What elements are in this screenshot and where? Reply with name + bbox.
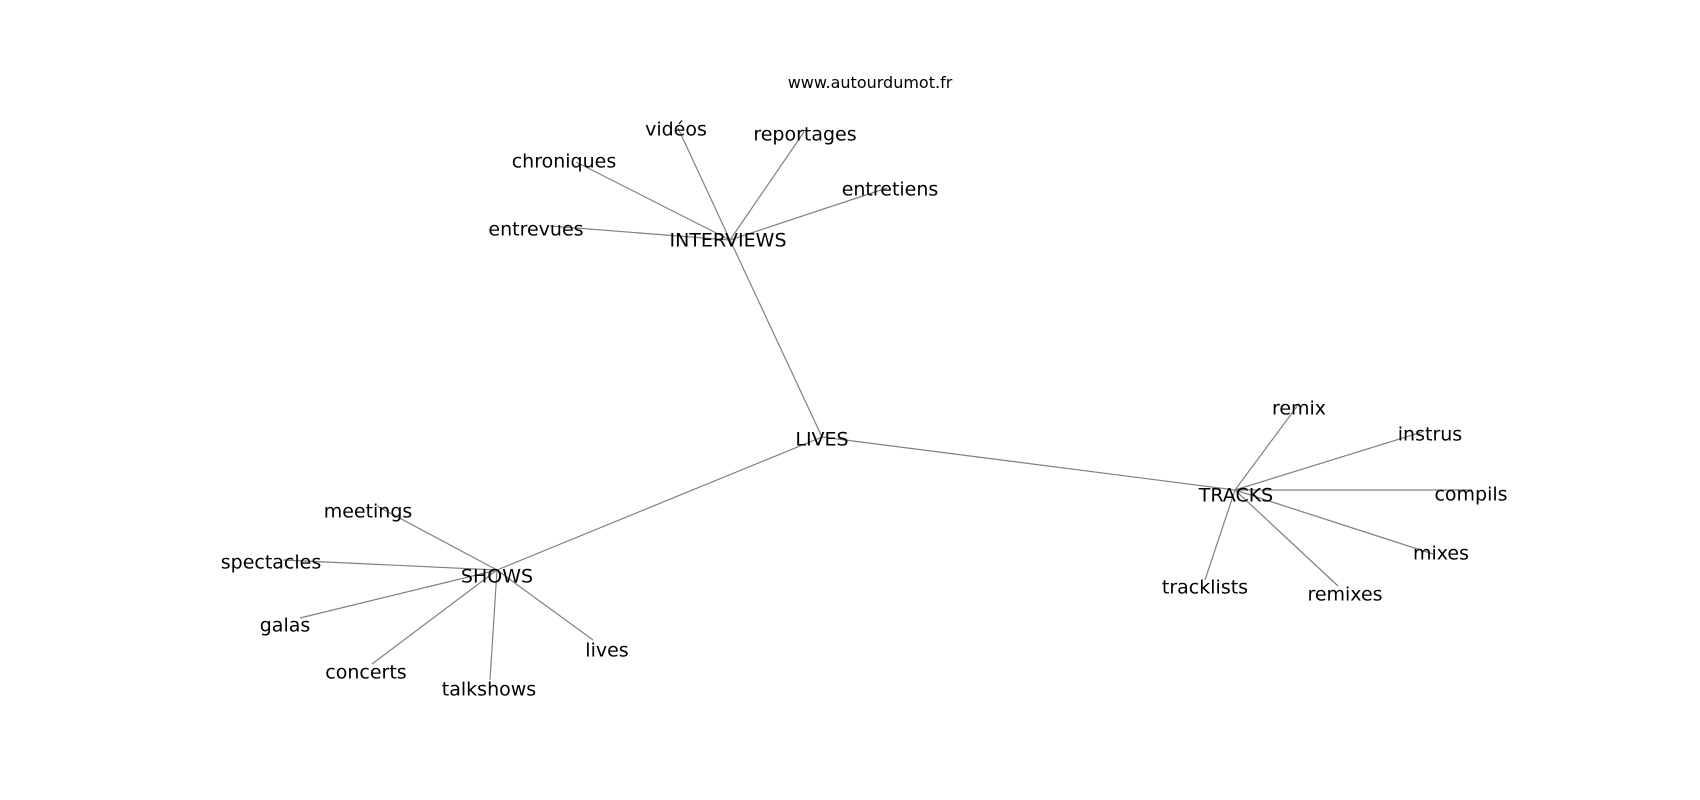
edge-shows-5 <box>496 569 594 641</box>
center-node-label: LIVES <box>795 429 848 451</box>
edge-shows-3 <box>371 569 498 665</box>
edge-center-shows <box>496 436 823 571</box>
term-node[interactable]: lives <box>585 640 628 662</box>
term-node[interactable]: vidéos <box>645 119 707 141</box>
edge-tracks-1 <box>1234 431 1423 491</box>
edge-tracks-3 <box>1234 489 1434 555</box>
edge-tracks-0 <box>1234 404 1299 491</box>
term-node[interactable]: remix <box>1272 398 1326 420</box>
edge-shows-4 <box>489 569 498 681</box>
term-node[interactable]: spectacles <box>221 552 322 574</box>
group-node-tracks[interactable]: TRACKS <box>1198 485 1274 507</box>
term-node[interactable]: compils <box>1434 484 1507 506</box>
term-node[interactable]: concerts <box>325 662 406 684</box>
edge-tracks-4 <box>1234 489 1339 587</box>
edge-center-tracks <box>821 436 1236 491</box>
term-node[interactable]: entretiens <box>842 179 939 201</box>
term-node[interactable]: mixes <box>1413 543 1469 565</box>
term-node[interactable]: meetings <box>324 501 413 523</box>
edge-shows-2 <box>299 569 498 619</box>
edge-interviews-4 <box>549 225 731 241</box>
term-node[interactable]: instrus <box>1398 424 1462 446</box>
edge-interviews-3 <box>729 187 888 241</box>
graph-labels: www.autourdumot.fr LIVES INTERVIEWS vidéo… <box>221 73 1508 701</box>
term-node[interactable]: talkshows <box>442 679 536 701</box>
term-node[interactable]: galas <box>260 615 311 637</box>
graph-edges <box>282 127 1472 681</box>
edge-interviews-2 <box>575 161 731 241</box>
term-node[interactable]: chroniques <box>512 151 617 173</box>
edge-shows-1 <box>282 559 498 571</box>
edge-interviews-0 <box>677 127 731 241</box>
edge-tracks-5 <box>1204 489 1236 581</box>
term-node[interactable]: entrevues <box>488 219 583 241</box>
term-node[interactable]: remixes <box>1307 584 1382 606</box>
edge-center-interviews <box>729 239 823 438</box>
group-node-interviews[interactable]: INTERVIEWS <box>669 230 786 252</box>
term-node[interactable]: tracklists <box>1162 577 1248 599</box>
edge-shows-0 <box>376 505 498 571</box>
credit-text[interactable]: www.autourdumot.fr <box>788 73 953 92</box>
edge-interviews-1 <box>729 131 805 241</box>
term-node[interactable]: reportages <box>753 124 856 146</box>
group-node-shows[interactable]: SHOWS <box>461 566 533 588</box>
